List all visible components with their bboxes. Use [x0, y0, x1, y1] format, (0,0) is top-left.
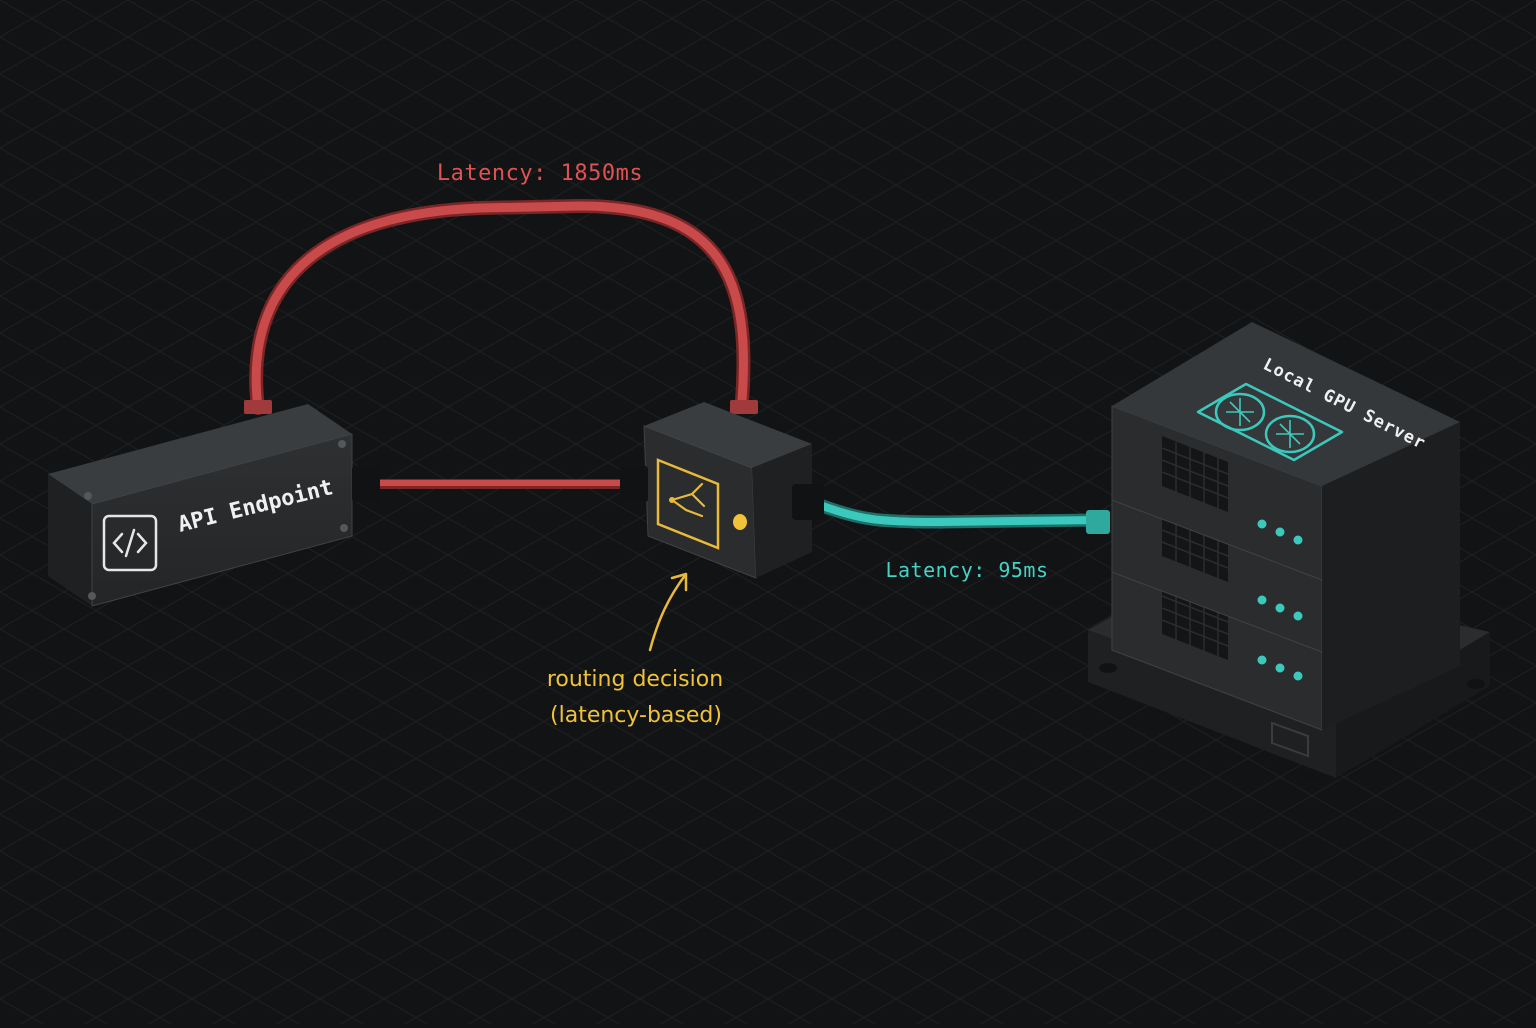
slow-path-link: [244, 198, 758, 489]
annotation-line-2: (latency-based): [550, 703, 722, 728]
router-device[interactable]: [620, 402, 824, 579]
slow-connector-router-top: [730, 400, 758, 414]
fast-path-link: [813, 498, 1110, 534]
gpu-fans-icon: [1196, 382, 1344, 462]
server-unit-bottom: [1111, 559, 1460, 731]
slow-connector-api-top: [244, 400, 272, 414]
fast-connector-server: [1086, 510, 1110, 534]
routing-annotation: routing decision (latency-based): [547, 572, 723, 728]
api-endpoint-device[interactable]: API Endpoint: [48, 404, 380, 607]
slow-latency-label: Latency: 1850ms: [437, 161, 643, 186]
fast-latency-label: Latency: 95ms: [885, 558, 1048, 582]
gpu-server-stack[interactable]: Local GPU Server: [1088, 322, 1490, 779]
arrow-up-icon: [648, 572, 688, 652]
code-icon: [102, 514, 158, 572]
status-dot-icon: [733, 514, 747, 530]
router-output-port: [792, 484, 824, 520]
router-input-port: [620, 466, 648, 502]
annotation-line-1: routing decision: [547, 667, 723, 692]
server-unit-top: Local GPU Server: [1111, 322, 1460, 581]
branch-icon: [656, 458, 720, 550]
api-side-port: [352, 466, 380, 502]
